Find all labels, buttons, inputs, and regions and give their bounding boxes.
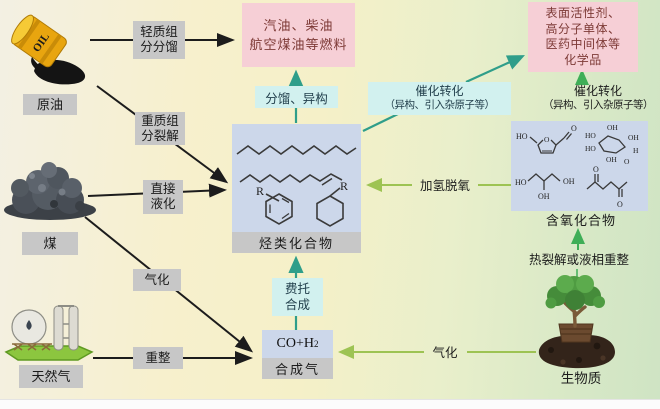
label-text: 原油 <box>36 97 63 112</box>
benzene-ring-structure <box>265 193 293 225</box>
atom-label: O <box>544 135 550 144</box>
atom-label: HO <box>515 178 527 187</box>
process-coal-gasification: 气化 <box>133 269 181 291</box>
hydrocarbons-node: R R 烃类化合物 <box>232 124 361 253</box>
label-line: 分裂解 <box>141 128 179 143</box>
process-light-fractionation: 轻质组 分分馏 <box>133 21 185 59</box>
oxygenates-structures: HO O O OH HO OH HO H OH O HO OH OH O O <box>511 121 648 211</box>
atom-label: HO <box>585 131 596 140</box>
label-text: 热裂解或液相重整 <box>528 252 629 267</box>
label-line: 高分子单体、 <box>545 21 621 36</box>
process-fischer-tropsch: 费托 合成 <box>272 278 323 316</box>
natural-gas-image <box>4 305 94 361</box>
atom-label: H <box>633 146 639 155</box>
coal-image <box>4 162 96 220</box>
label-line: 汽油、柴油 <box>263 18 334 33</box>
label-line: 表面活性剂、 <box>545 6 621 20</box>
cyclohexane-ring-structure <box>316 195 344 227</box>
glucose-ring-structure <box>598 135 626 154</box>
syngas-formula-subscript: 2 <box>313 339 319 349</box>
r-substituent-label: R <box>256 184 264 198</box>
process-catalytic-conversion-left: 催化转化 （异构、引入杂原子等） <box>368 82 511 115</box>
atom-label: HO <box>516 132 528 141</box>
process-pyrolysis-reforming: 热裂解或液相重整 <box>518 250 640 267</box>
hydrocarbons-label: 烃类化合物 <box>232 232 361 253</box>
label-line: 直接 <box>150 182 176 196</box>
label-line: 航空煤油等燃料 <box>249 37 348 52</box>
label-line: 催化转化 <box>573 84 622 98</box>
atom-label: O <box>593 165 599 174</box>
process-hydrodeoxygenation: 加氢脱氧 <box>413 176 477 193</box>
atom-label: OH <box>563 177 575 186</box>
syngas-label: 合成气 <box>262 358 333 379</box>
r-substituent-label: R <box>340 179 348 193</box>
alkane-chain-structure <box>236 145 357 155</box>
label-text: 生物质 <box>560 371 602 386</box>
label-text: 气化 <box>144 272 170 287</box>
label-line: （异构、引入杂原子等） <box>384 100 496 111</box>
atom-label: OH <box>538 192 550 201</box>
biomass-label: 生物质 <box>551 369 611 386</box>
label-text: 分馏、异构 <box>265 91 328 106</box>
label-text: 天然气 <box>31 369 71 384</box>
atom-label: HO <box>585 144 596 153</box>
furan-ring-structure <box>537 139 557 154</box>
label-text: 加氢脱氧 <box>419 179 470 193</box>
atom-label: O <box>617 200 623 209</box>
fuels-product-box: 汽油、柴油 航空煤油等燃料 <box>242 3 355 67</box>
process-catalytic-conversion-right: 催化转化 （异构、引入杂原子等） <box>536 82 660 115</box>
label-text: 煤 <box>43 236 57 251</box>
glycerol-structure <box>527 173 561 182</box>
diketone-structure <box>586 181 628 190</box>
coal-label: 煤 <box>22 232 78 255</box>
label-line: 医药中间体等 <box>545 37 621 51</box>
atom-label: O <box>624 157 630 166</box>
label-line: 合成 <box>284 298 310 312</box>
crude-oil-label: 原油 <box>23 94 77 115</box>
atom-label: O <box>571 124 577 133</box>
label-line: （异构、引入杂原子等） <box>543 100 654 111</box>
label-line: 催化转化 <box>415 84 464 98</box>
label-line: 液化 <box>150 197 176 211</box>
label-text: 含氧化合物 <box>545 213 616 228</box>
label-text: 重整 <box>145 350 171 365</box>
syngas-formula: CO+H <box>276 336 314 351</box>
process-fractionation-isomerization: 分馏、异构 <box>255 86 338 108</box>
label-line: 化学品 <box>564 52 602 67</box>
label-text: 气化 <box>432 346 458 360</box>
label-line: 分分馏 <box>140 40 178 54</box>
process-biomass-gasification: 气化 <box>427 343 463 360</box>
process-reforming: 重整 <box>133 347 183 369</box>
alkene-chain-structure <box>239 173 343 183</box>
process-heavy-cracking: 重质组 分裂解 <box>135 112 185 145</box>
atom-label: OH <box>606 155 617 164</box>
chemicals-product-box: 表面活性剂、 高分子单体、 医药中间体等 化学品 <box>528 2 638 72</box>
atom-label: OH <box>628 133 639 142</box>
label-line: 轻质组 <box>140 25 178 39</box>
hydrocarbon-structures: R R <box>232 124 361 232</box>
crude-oil-image: OIL <box>11 14 86 85</box>
label-line: 费托 <box>284 282 310 296</box>
natural-gas-label: 天然气 <box>19 365 83 388</box>
oxygenates-label: 含氧化合物 <box>531 211 631 228</box>
tree-canopy <box>545 275 605 310</box>
label-text: 合成气 <box>274 362 320 377</box>
arrow-hydrocarbons-to-chemicals-seg1 <box>362 112 401 132</box>
atom-label: OH <box>607 123 618 132</box>
label-line: 重质组 <box>141 113 179 128</box>
bottom-white-strip <box>0 399 660 409</box>
arrow-hydrocarbons-to-chemicals-seg2 <box>465 55 526 84</box>
biomass-image <box>538 275 615 369</box>
process-direct-liquefaction: 直接 液化 <box>143 180 183 214</box>
label-text: 烃类化合物 <box>258 236 334 251</box>
